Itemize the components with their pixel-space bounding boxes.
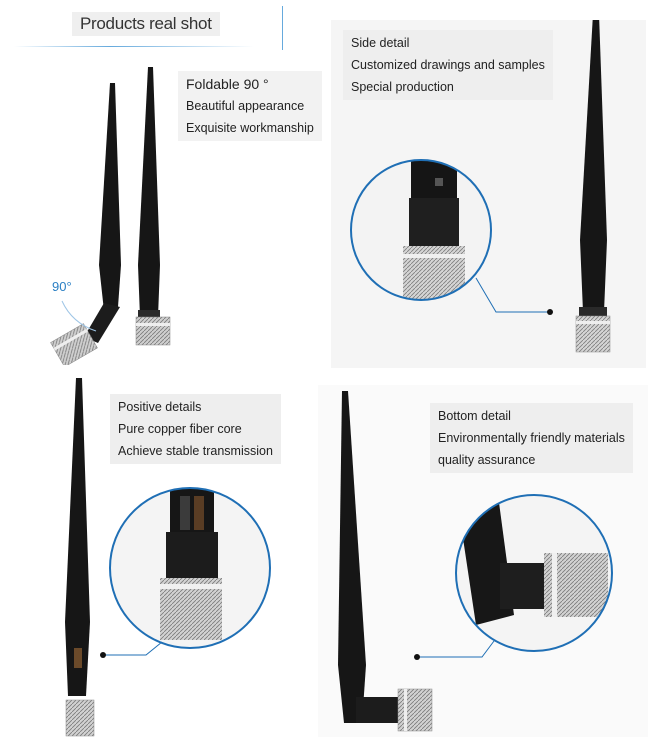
label-line: Achieve stable transmission — [118, 444, 273, 458]
foldable-label-box: Foldable 90 ° Beautiful appearance Exqui… — [178, 71, 322, 141]
panel-bottom-detail: Bottom detail Environmentally friendly m… — [318, 385, 648, 737]
label-line: Customized drawings and samples — [351, 58, 545, 72]
label-line: Special production — [351, 80, 454, 94]
label-line: Environmentally friendly materials — [438, 431, 625, 445]
panel-foldable: 90° Foldable 90 ° Beautiful appearance E… — [0, 55, 330, 365]
header-underline — [14, 46, 254, 47]
label-line: Exquisite workmanship — [186, 121, 314, 135]
positive-details-photo — [65, 378, 271, 737]
label-line: quality assurance — [438, 453, 536, 467]
label-line: Bottom detail — [438, 409, 511, 423]
label-line: Foldable 90 ° — [186, 76, 269, 92]
header-divider — [282, 6, 283, 50]
panel-positive-details: Positive details Pure copper fiber core … — [0, 372, 318, 740]
angle-label: 90° — [52, 279, 72, 294]
positive-details-label-box: Positive details Pure copper fiber core … — [110, 394, 281, 464]
label-line: Side detail — [351, 36, 410, 50]
side-detail-photo — [350, 20, 611, 353]
header-title: Products real shot — [72, 12, 220, 36]
side-detail-label-box: Side detail Customized drawings and samp… — [343, 30, 553, 100]
bottom-detail-photo — [338, 391, 613, 732]
label-line: Beautiful appearance — [186, 99, 305, 113]
label-line: Pure copper fiber core — [118, 422, 242, 436]
label-line: Positive details — [118, 400, 202, 414]
panel-side-detail: Side detail Customized drawings and samp… — [331, 20, 646, 368]
foldable-antenna-photo — [50, 67, 171, 365]
bottom-detail-label-box: Bottom detail Environmentally friendly m… — [430, 403, 633, 473]
